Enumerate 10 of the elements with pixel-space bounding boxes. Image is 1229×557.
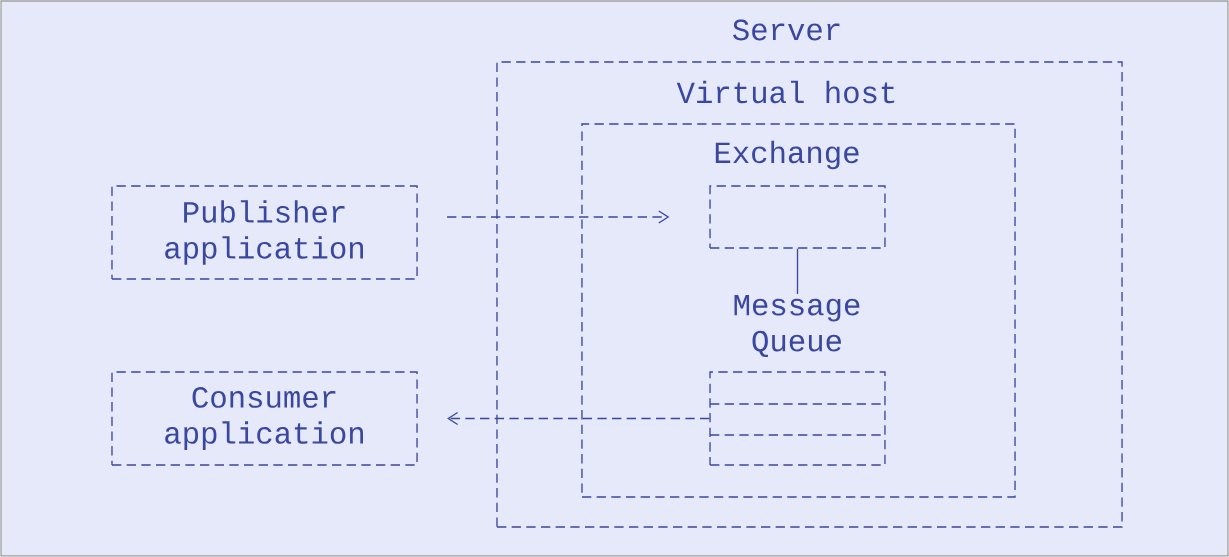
application-box: Consumer application (111, 371, 418, 466)
node-label: Virtual host (676, 80, 895, 104)
application-box: Publisher application (111, 185, 418, 280)
arrow (447, 411, 711, 426)
exchange-box: Exchange (709, 140, 886, 249)
node-label: Message Queue (734, 295, 860, 357)
queue-stack: Message Queue (709, 295, 886, 466)
arrow (446, 210, 670, 224)
node-label: Exchange (715, 140, 859, 170)
node-label: Server (732, 19, 840, 41)
